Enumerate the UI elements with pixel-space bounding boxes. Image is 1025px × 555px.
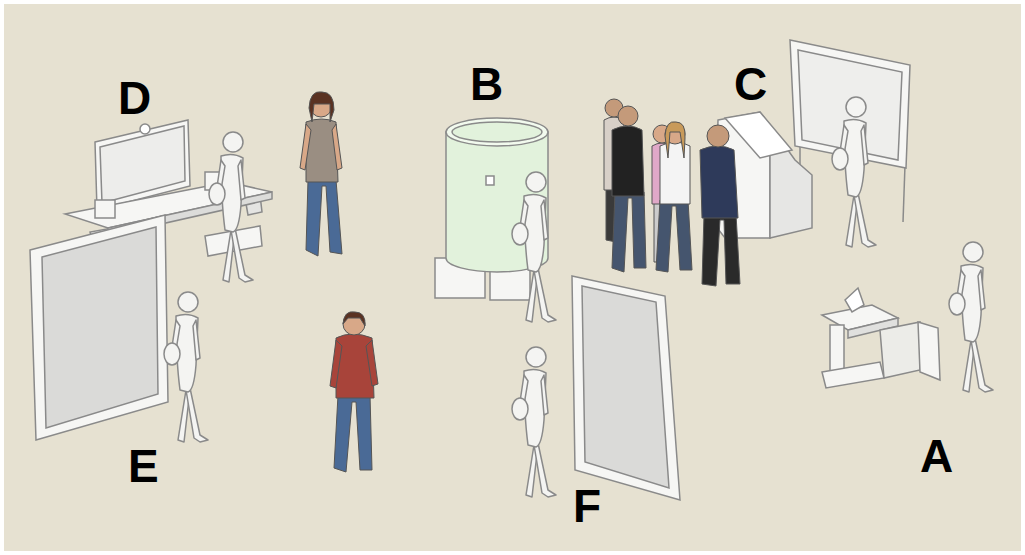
visitor-woman [300, 92, 342, 256]
visitor-group [604, 99, 740, 286]
walker-figure [512, 172, 556, 322]
part-letter: E [128, 443, 159, 489]
walker-figure [209, 132, 253, 282]
part-letter: F [573, 483, 601, 529]
desk-laptop [822, 288, 940, 388]
walker-figure [164, 292, 208, 442]
kiosk-board [715, 40, 910, 238]
walker-figure [832, 97, 876, 247]
visitor-man [330, 312, 378, 472]
panel-f [572, 276, 680, 500]
walker-figure [949, 242, 993, 392]
walker-figure [512, 347, 556, 497]
part-letter: B [470, 61, 503, 107]
part-letter: D [118, 75, 151, 121]
panel-e [30, 215, 168, 440]
part-letter: C [734, 61, 767, 107]
part-letter: A [920, 433, 953, 479]
